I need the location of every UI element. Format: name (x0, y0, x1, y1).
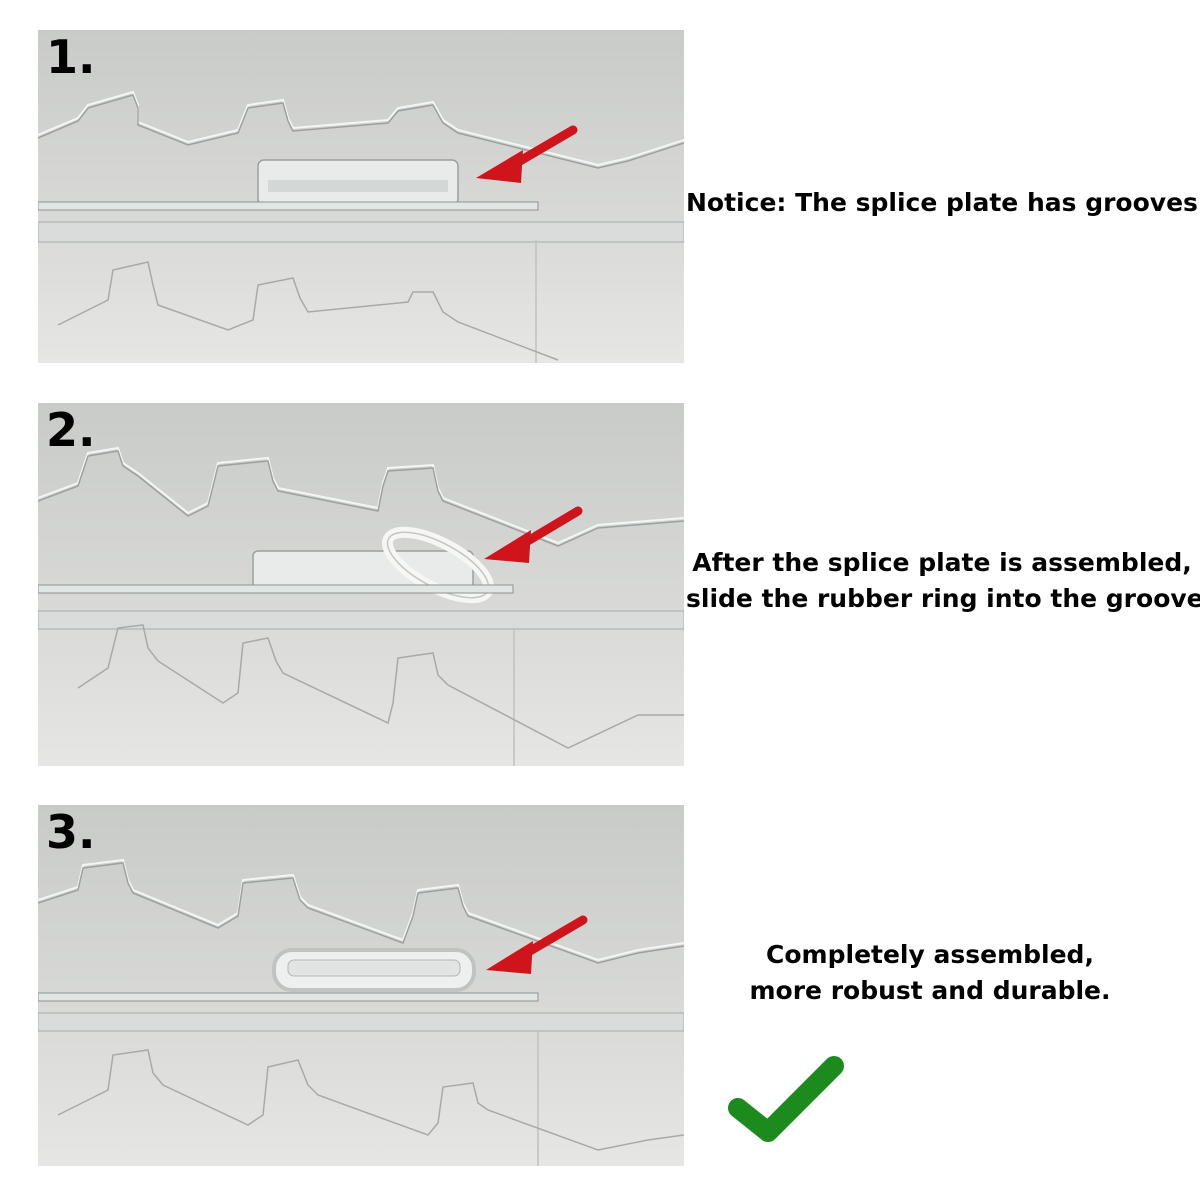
caption-line: slide the rubber ring into the groove. (686, 584, 1200, 613)
step-number: 1. (46, 30, 96, 84)
step-2-photo: 2. (38, 403, 684, 766)
caption-line: more robust and durable. (749, 976, 1111, 1005)
acrylic-plates-illustration (38, 858, 684, 1166)
step-1-photo: 1. (38, 30, 684, 363)
red-arrow-icon (484, 506, 583, 563)
step-1-caption: Notice: The splice plate has grooves. (686, 185, 1200, 221)
green-checkmark-icon (728, 1056, 844, 1142)
caption-line: Notice: The splice plate has grooves. (686, 188, 1200, 217)
step-number: 3. (46, 805, 96, 859)
caption-line: Completely assembled, (766, 940, 1094, 969)
caption-line: After the splice plate is assembled, (692, 548, 1192, 577)
step-3-photo: 3. (38, 805, 684, 1166)
acrylic-plates-illustration (38, 446, 684, 766)
acrylic-plates-illustration (38, 90, 684, 363)
step-number: 2. (46, 403, 96, 457)
red-arrow-icon (476, 125, 578, 183)
step-2-caption: After the splice plate is assembled, sli… (686, 545, 1200, 617)
red-arrow-icon (486, 915, 588, 974)
step-3-caption: Completely assembled, more robust and du… (686, 937, 1174, 1009)
